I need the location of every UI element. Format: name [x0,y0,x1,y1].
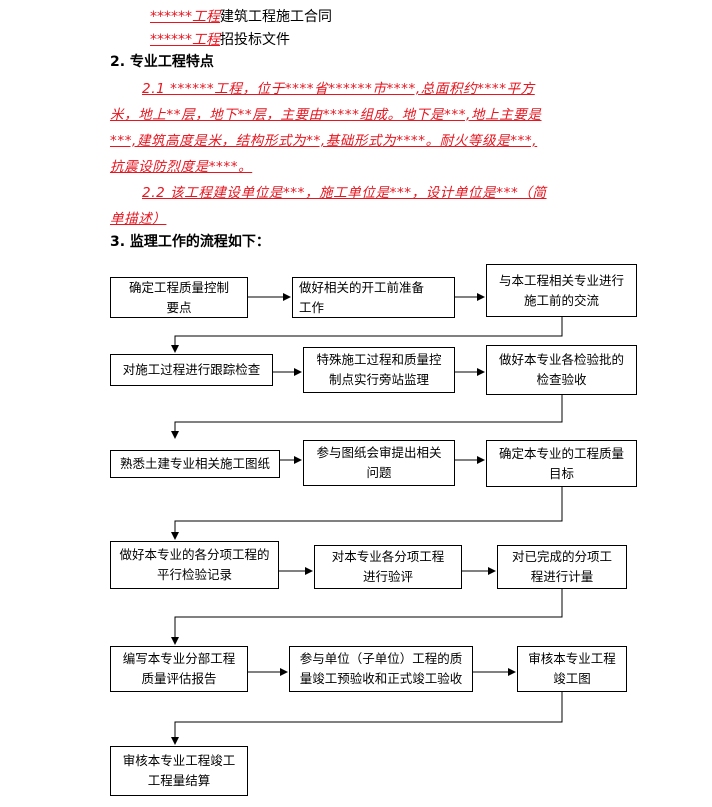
para-line-3: ***,建筑高度是米，结构形式为**,基础形式为****。耐火等级是***, [110,133,538,149]
header-line-2-prefix: ******工程 [150,32,220,48]
flow-box-7: 熟悉土建专业相关施工图纸 [110,450,280,478]
flow-box-2: 做好相关的开工前准备 工作 [292,277,455,318]
flow-box-8: 参与图纸会审提出相关 问题 [303,440,455,486]
header-line-2-suffix: 招投标文件 [220,32,290,48]
flow-box-10: 做好本专业的各分项工程的 平行检验记录 [110,541,279,589]
flow-box-12: 对已完成的分项工 程进行计量 [497,545,627,589]
para-line-1: 2.1 ******工程，位于****省******市****,总面积约****… [142,81,535,97]
connector-r1-r2 [171,317,563,353]
para-line-5: 2.2 该工程建设单位是***，施工单位是***，设计单位是***（简 [142,185,547,201]
header-line-1-suffix: 建筑工程施工合同 [220,9,332,25]
para-line-6: 单描述） [110,211,167,227]
section-2-heading: 2. 专业工程特点 [110,54,214,70]
flow-box-4: 对施工过程进行跟踪检查 [110,354,273,386]
flow-box-11: 对本专业各分项工程 进行验评 [314,545,462,589]
flow-box-15: 审核本专业工程 竣工图 [517,646,627,692]
header-line-1: ******工程建筑工程施工合同 [150,7,332,27]
connector-r4-r5 [171,589,563,645]
flow-box-3: 与本工程相关专业进行 施工前的交流 [486,264,637,317]
connector-r3-r4 [171,487,563,540]
header-line-1-prefix: ******工程 [150,9,220,25]
flow-box-16: 审核本专业工程竣工 工程量结算 [110,746,248,796]
connector-r2-r3 [171,395,563,439]
flow-box-1: 确定工程质量控制 要点 [110,277,248,318]
connector-r5-r6 [171,692,563,745]
flow-box-14: 参与单位（子单位）工程的质 量竣工预验收和正式竣工验收 [289,646,473,692]
flow-box-6: 做好本专业各检验批的 检查验收 [486,345,637,395]
header-line-2: ******工程招投标文件 [150,30,290,50]
para-line-4: 抗震设防烈度是****。 [110,159,253,175]
section-3-heading: 3. 监理工作的流程如下： [110,234,270,250]
para-line-2: 米，地上**层，地下**层，主要由*****组成。地下是***,地上主要是 [110,107,542,123]
flow-box-13: 编写本专业分部工程 质量评估报告 [110,646,248,692]
section-2-paragraph: 2.1 ******工程，位于****省******市****,总面积约****… [110,76,610,232]
flow-box-5: 特殊施工过程和质量控 制点实行旁站监理 [303,347,455,393]
flow-box-9: 确定本专业的工程质量 目标 [486,440,637,487]
